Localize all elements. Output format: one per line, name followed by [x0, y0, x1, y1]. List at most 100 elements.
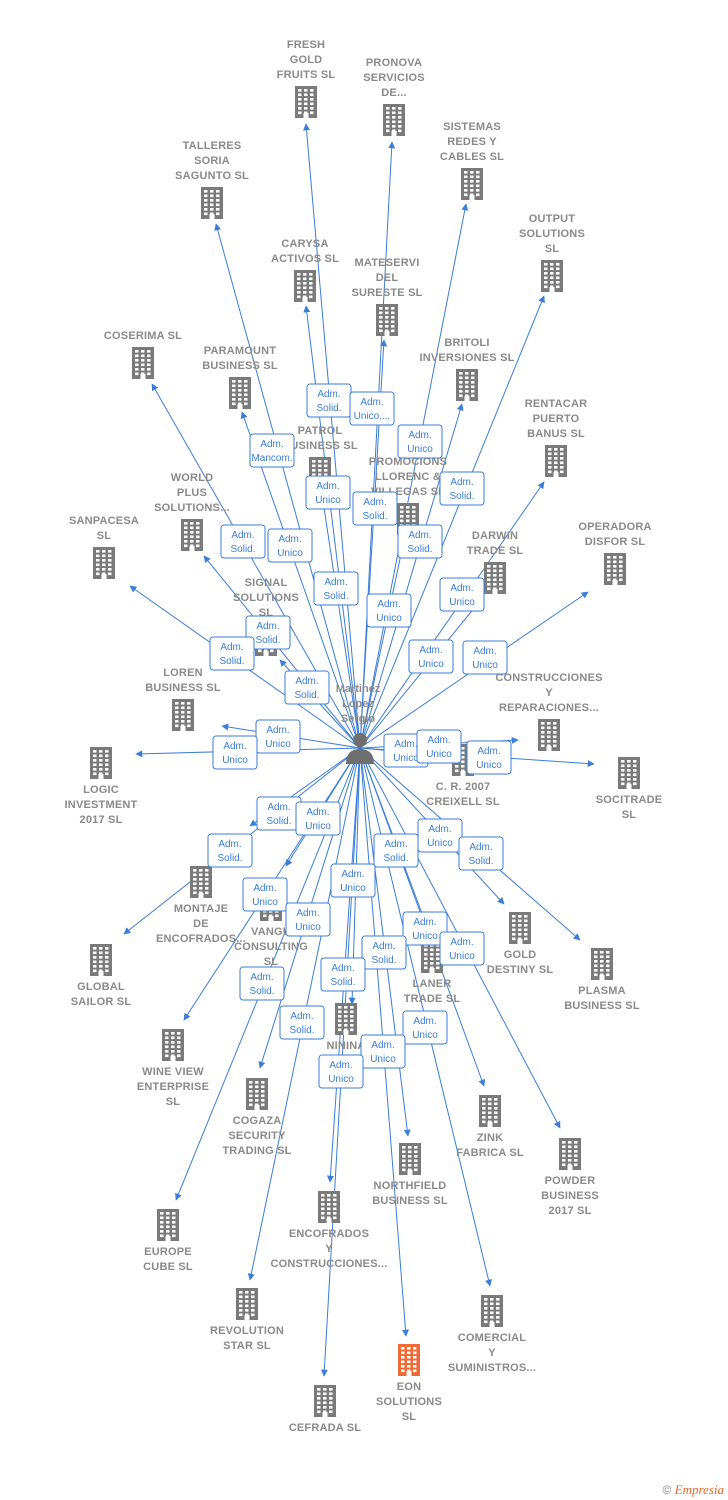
role-badge[interactable]: Adm.Solid. [361, 935, 407, 970]
company-node-cefrada[interactable]: CEFRADA SL [289, 1385, 362, 1434]
role-badge[interactable]: Adm.Mancom. [249, 433, 295, 468]
company-node-montaje[interactable]: MONTAJEDEENCOFRADOS... [156, 866, 246, 945]
badge-text: Adm. [218, 839, 241, 850]
role-badge[interactable]: Adm.Unico [318, 1054, 364, 1089]
company-label: DEL [376, 272, 399, 284]
role-badge[interactable]: Adm.Unico [462, 640, 508, 675]
role-badge[interactable]: Adm.Unico [402, 911, 448, 946]
role-badge[interactable]: Adm.Unico [366, 593, 412, 628]
company-label: CONSTRUCCIONES [495, 672, 602, 684]
role-badge[interactable]: Adm.Unico [360, 1034, 406, 1069]
footer-credit[interactable]: © Empresia [662, 1482, 724, 1498]
role-badge[interactable]: Adm.Unico [295, 801, 341, 836]
company-node-comercial[interactable]: COMERCIALYSUMINISTROS... [448, 1295, 536, 1374]
company-label: 2017 SL [80, 814, 123, 826]
badge-text: Solid. [362, 511, 387, 522]
role-badge[interactable]: Adm.Solid. [220, 524, 266, 559]
role-badge[interactable]: Adm.Solid. [439, 471, 485, 506]
building-icon [236, 1288, 258, 1320]
building-icon [421, 941, 443, 973]
role-badge[interactable]: Adm.Unico [330, 863, 376, 898]
role-badge[interactable]: Adm.Solid. [306, 383, 352, 418]
role-badge[interactable]: Adm.Unico [416, 729, 462, 764]
role-badge[interactable]: Adm.Solid. [313, 571, 359, 606]
edge-to-sistemas-redes [359, 203, 469, 749]
role-badge[interactable]: Adm.Unico [417, 818, 463, 853]
company-node-pronova[interactable]: PRONOVASERVICIOSDE... [363, 57, 425, 136]
badge-text: Adm. [260, 439, 283, 450]
company-label: WORLD [171, 472, 214, 484]
role-badge[interactable]: Adm.Solid. [458, 836, 504, 871]
badge-text: Adm. [413, 917, 436, 928]
role-badge[interactable]: Adm.Unico [255, 719, 301, 754]
role-badge[interactable]: Adm.Unico [242, 877, 288, 912]
role-badge[interactable]: Adm.Solid. [284, 670, 330, 705]
building-icon [398, 1344, 420, 1376]
role-badge[interactable]: Adm.Solid. [352, 491, 398, 526]
role-badge[interactable]: Adm.Solid. [397, 524, 443, 559]
role-badge[interactable]: Adm.Solid. [207, 833, 253, 868]
company-node-world-plus[interactable]: WORLDPLUSSOLUTIONS... [154, 472, 230, 551]
role-badge[interactable]: Adm.Solid. [209, 636, 255, 671]
role-badge[interactable]: Adm.Unico [439, 577, 485, 612]
company-node-coserima[interactable]: COSERIMA SL [104, 330, 182, 379]
building-icon [541, 260, 563, 292]
edge-to-britoli [359, 403, 464, 749]
badge-text: Unico [476, 760, 502, 771]
role-badge[interactable]: Adm.Unico [402, 1010, 448, 1045]
company-label: SECURITY [228, 1130, 286, 1142]
role-badge[interactable]: Adm.Unico [397, 424, 443, 459]
role-badge[interactable]: Adm.Solid. [279, 1005, 325, 1040]
role-badge[interactable]: Adm.Unico [285, 902, 331, 937]
role-badge[interactable]: Adm.Solid. [239, 966, 285, 1001]
company-label: TALLERES [183, 140, 242, 152]
role-badge[interactable]: Adm.Solid. [320, 957, 366, 992]
role-badge[interactable]: Adm.Solid. [256, 796, 302, 831]
company-node-construcciones-rep[interactable]: CONSTRUCCIONESYREPARACIONES... [495, 672, 602, 751]
company-label: EON [397, 1381, 421, 1393]
role-badge[interactable]: Adm.Unico,... [349, 391, 395, 426]
role-badge[interactable]: Adm.Unico [439, 931, 485, 966]
company-node-encofrados[interactable]: ENCOFRADOSYCONSTRUCCIONES... [270, 1191, 387, 1270]
role-badge[interactable]: Adm.Unico [267, 528, 313, 563]
company-label: DE... [381, 87, 406, 99]
role-badge[interactable]: Adm.Unico [466, 740, 512, 775]
role-badge[interactable]: Adm.Unico [305, 475, 351, 510]
badge-text: Adm. [450, 937, 473, 948]
role-badge[interactable]: Adm.Solid. [245, 615, 291, 650]
badge-text: Adm. [428, 824, 451, 835]
role-badge[interactable]: Adm.Unico [408, 639, 454, 674]
company-label: SL [166, 1096, 181, 1108]
role-badge[interactable]: Adm.Unico [212, 735, 258, 770]
role-badge[interactable]: Adm.Solid. [373, 833, 419, 868]
